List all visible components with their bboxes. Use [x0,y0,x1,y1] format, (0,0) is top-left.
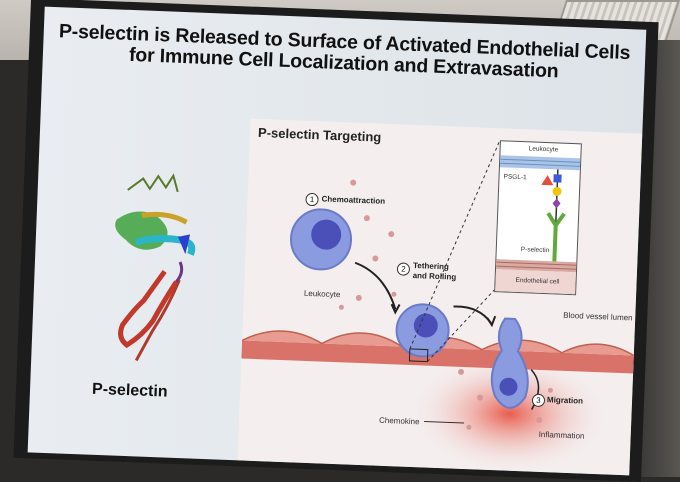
inset-pselectin-label: P-selectin [520,246,550,255]
inset-leukocyte-label: Leukocyte [528,145,559,154]
arrow-chemoattraction [354,261,397,310]
psgl1-circle [552,186,562,196]
zoom-inset: Leukocyte PSGL-1 P-selectin Endothelial … [494,140,582,296]
vessel-wall [241,340,634,374]
step-2-label-line1: Tethering [412,260,450,272]
arrow-rolling [453,305,492,324]
diagram-graphics [241,140,635,474]
step-3-label: Migration [546,395,584,406]
inset-graphics [495,155,581,295]
zoom-line-left [409,140,501,350]
step-2-label-line2: and Rolling [412,270,457,282]
leukocyte-membrane [499,155,581,171]
projection-screen: P-selectin is Released to Surface of Act… [13,0,659,482]
inset-psgl1-label: PSGL-1 [503,173,527,182]
zoom-box [408,348,429,363]
psgl1-diamond [552,198,561,209]
psgl1-square [553,174,562,183]
psgl1-triangle [541,175,554,186]
rolling-leukocyte-nucleus [413,313,438,338]
pselectin-y [546,212,566,262]
chemokine-label: Chemokine [378,415,420,427]
leukocyte-nucleus [311,219,342,250]
slide-title: P-selectin is Released to Surface of Act… [43,20,646,86]
zoom-line-right [427,289,495,362]
inflammation-label: Inflammation [538,429,585,441]
chemokine-pointer [424,421,465,424]
diagram-panel: P-selectin Targeting [237,118,643,476]
migrating-nucleus [499,377,518,396]
leukocyte-label: Leukocyte [303,288,341,300]
inflammation-area [409,353,610,474]
slide: P-selectin is Released to Surface of Act… [27,6,647,476]
chemokine-dots [338,179,553,430]
protein-structure-image [115,173,196,362]
protein-label: P-selectin [91,380,168,401]
